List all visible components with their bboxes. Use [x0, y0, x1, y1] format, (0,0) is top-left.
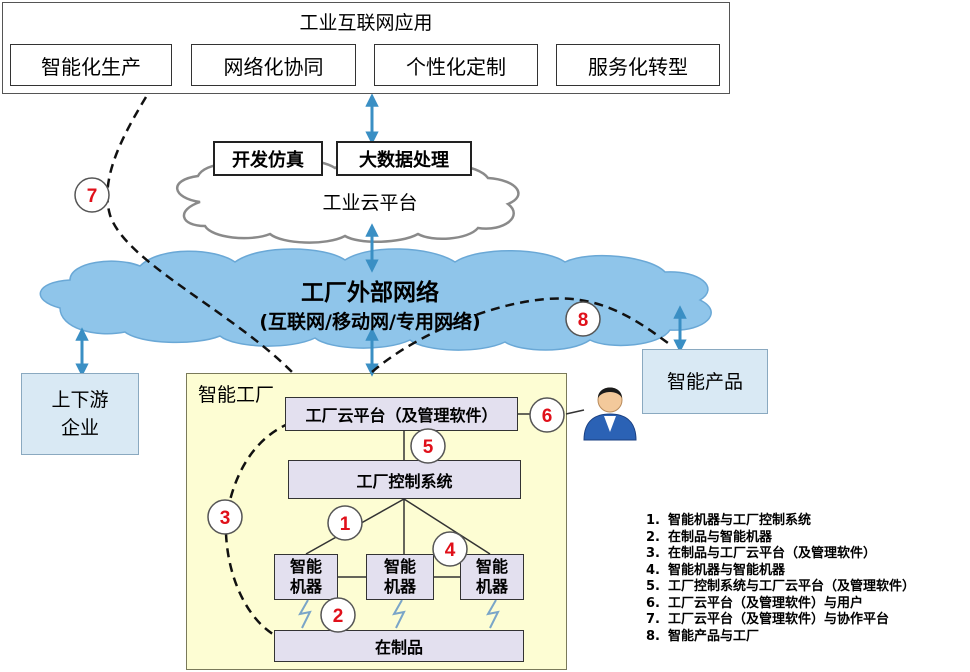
marker-5: 5	[423, 437, 434, 458]
legend-num: 3.	[646, 546, 660, 561]
legend-text: 在制品与工厂云平台（及管理软件）	[668, 546, 877, 561]
marker-3: 3	[220, 508, 231, 529]
legend-item: 4. 智能机器与智能机器	[646, 563, 966, 580]
external-network-cloud	[39, 248, 712, 351]
app-item-personalized-customization: 个性化定制	[374, 44, 538, 86]
app-item-intelligent-production: 智能化生产	[10, 44, 172, 86]
legend-num: 7.	[646, 612, 660, 627]
legend-num: 8.	[646, 628, 660, 644]
upstream-line1: 上下游	[51, 389, 109, 411]
marker-8: 8	[578, 310, 589, 331]
legend-num: 4.	[646, 562, 660, 578]
legend-text: 智能机器与工厂控制系统	[668, 513, 812, 528]
external-network-subtitle: (互联网/移动网/专用网络)	[259, 310, 481, 333]
tag-dev-simulation: 开发仿真	[213, 141, 323, 176]
marker-7: 7	[87, 186, 98, 207]
smart-machine-2: 智能 机器	[366, 554, 434, 600]
upstream-line2: 企业	[60, 417, 99, 439]
legend-num: 6.	[646, 595, 660, 611]
marker-4: 4	[445, 540, 456, 561]
legend-text: 智能产品与工厂	[668, 628, 760, 644]
legend-item: 5. 工厂控制系统与工厂云平台（及管理软件）	[646, 579, 966, 596]
machine-1-line2: 机器	[289, 577, 322, 596]
external-network-title: 工厂外部网络	[301, 280, 439, 306]
legend-text: 工厂云平台（及管理软件）与协作平台	[668, 612, 890, 627]
legend-item: 6. 工厂云平台（及管理软件）与用户	[646, 596, 966, 613]
smart-factory-title: 智能工厂	[198, 384, 275, 406]
marker-6: 6	[542, 406, 553, 427]
machine-3-line2: 机器	[475, 577, 508, 596]
legend-text: 在制品与智能机器	[668, 529, 773, 545]
factory-cloud-platform-box: 工厂云平台（及管理软件）	[285, 397, 518, 431]
smart-product-box: 智能产品	[642, 349, 768, 414]
work-in-progress-box: 在制品	[274, 630, 524, 662]
legend-num: 1.	[646, 513, 660, 528]
legend-item: 2. 在制品与智能机器	[646, 530, 966, 547]
legend-num: 5.	[646, 579, 660, 594]
machine-2-line2: 机器	[383, 577, 416, 596]
line-user-to-marker6	[565, 409, 585, 415]
smart-machine-1: 智能 机器	[274, 554, 338, 600]
smart-machine-3: 智能 机器	[460, 554, 524, 600]
machine-3-line1: 智能	[475, 557, 508, 576]
legend-text: 智能机器与智能机器	[668, 562, 786, 578]
line-control-to-machine3	[403, 498, 491, 555]
machine-1-line1: 智能	[289, 557, 322, 576]
industrial-cloud-platform-label: 工业云平台	[322, 191, 418, 214]
legend-num: 2.	[646, 529, 660, 545]
legend-item: 7. 工厂云平台（及管理软件）与协作平台	[646, 612, 966, 629]
wireless-link-2	[392, 599, 406, 629]
upstream-downstream-enterprises-box: 上下游 企业	[21, 373, 139, 455]
apps-panel-title: 工业互联网应用	[299, 12, 433, 34]
dashed-link-7	[106, 96, 293, 373]
user-avatar-icon	[583, 387, 637, 441]
legend-text: 工厂云平台（及管理软件）与用户	[668, 595, 864, 611]
wireless-link-3	[486, 599, 500, 629]
marker-1: 1	[340, 514, 351, 535]
legend-item: 1. 智能机器与工厂控制系统	[646, 513, 966, 530]
tag-big-data-processing: 大数据处理	[336, 141, 472, 176]
legend-item: 3. 在制品与工厂云平台（及管理软件）	[646, 546, 966, 563]
machine-2-line1: 智能	[383, 557, 416, 576]
app-item-service-transformation: 服务化转型	[556, 44, 720, 86]
app-item-networked-collaboration: 网络化协同	[191, 44, 356, 86]
marker-2: 2	[333, 606, 344, 627]
legend-text: 工厂控制系统与工厂云平台（及管理软件）	[668, 579, 916, 594]
legend-list: 1. 智能机器与工厂控制系统 2. 在制品与智能机器 3. 在制品与工厂云平台（及管理…	[646, 513, 966, 645]
legend-item: 8. 智能产品与工厂	[646, 629, 966, 646]
wireless-link-1	[298, 599, 312, 629]
factory-control-system-box: 工厂控制系统	[288, 460, 521, 499]
